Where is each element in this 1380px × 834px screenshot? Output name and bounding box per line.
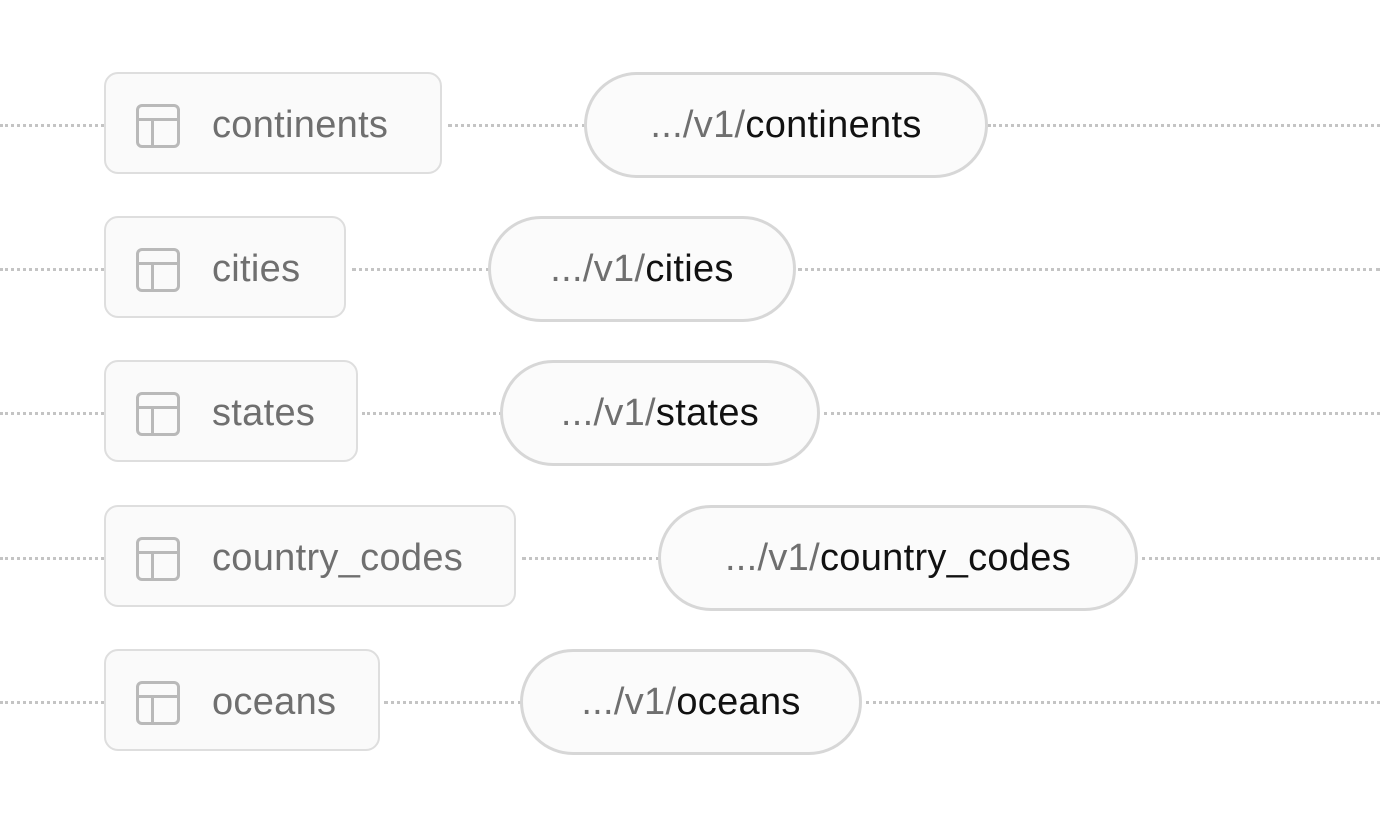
endpoint-node-country-codes[interactable]: .../v1/country_codes [658, 505, 1138, 611]
endpoint-prefix: .../v1/ [724, 536, 820, 579]
row-country-codes: country_codes .../v1/country_codes [0, 505, 1380, 611]
table-node-continents[interactable]: continents [104, 72, 442, 174]
endpoint-node-cities[interactable]: .../v1/cities [488, 216, 796, 322]
connector-middle [384, 701, 522, 704]
table-icon [136, 248, 180, 292]
connector-left [0, 124, 104, 127]
row-oceans: oceans .../v1/oceans [0, 649, 1380, 755]
connector-right [824, 412, 1380, 415]
endpoint-prefix: .../v1/ [560, 391, 656, 434]
table-label: oceans [212, 681, 337, 723]
endpoint-name: cities [645, 247, 734, 290]
row-cities: cities .../v1/cities [0, 216, 1380, 322]
connector-right [866, 701, 1380, 704]
connector-middle [448, 124, 586, 127]
connector-left [0, 557, 104, 560]
table-icon [136, 392, 180, 436]
table-node-cities[interactable]: cities [104, 216, 346, 318]
endpoint-name: states [655, 391, 760, 434]
row-states: states .../v1/states [0, 360, 1380, 466]
endpoint-prefix: .../v1/ [650, 103, 746, 146]
connector-right [988, 124, 1380, 127]
table-icon [136, 537, 180, 581]
connector-right [798, 268, 1380, 271]
endpoint-name: country_codes [819, 536, 1072, 579]
table-node-states[interactable]: states [104, 360, 358, 462]
table-label: continents [212, 104, 389, 146]
endpoint-node-continents[interactable]: .../v1/continents [584, 72, 988, 178]
table-label: country_codes [212, 537, 464, 579]
endpoint-node-states[interactable]: .../v1/states [500, 360, 820, 466]
table-node-country-codes[interactable]: country_codes [104, 505, 516, 607]
connector-middle [352, 268, 490, 271]
table-icon [136, 681, 180, 725]
row-continents: continents .../v1/continents [0, 72, 1380, 178]
table-icon [136, 104, 180, 148]
connector-middle [362, 412, 502, 415]
endpoint-node-oceans[interactable]: .../v1/oceans [520, 649, 862, 755]
endpoint-name: oceans [676, 680, 801, 723]
connector-left [0, 701, 104, 704]
connector-left [0, 412, 104, 415]
connector-left [0, 268, 104, 271]
table-label: cities [212, 248, 301, 290]
endpoint-prefix: .../v1/ [550, 247, 646, 290]
connector-right [1142, 557, 1380, 560]
connector-middle [522, 557, 660, 560]
endpoint-prefix: .../v1/ [581, 680, 677, 723]
endpoint-name: continents [745, 103, 922, 146]
table-node-oceans[interactable]: oceans [104, 649, 380, 751]
table-label: states [212, 392, 316, 434]
